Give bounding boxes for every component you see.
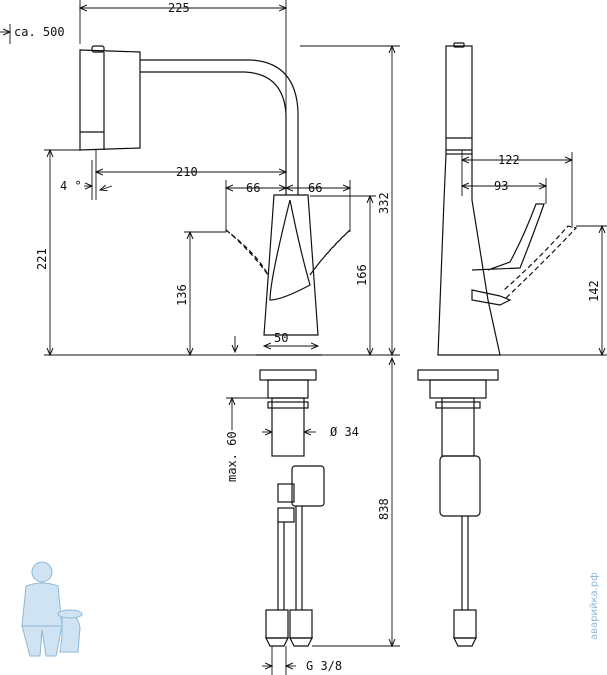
dimension-labels: 225 ca. 500 210 4 ° 66 66 50 Ø 34 G 3/8 … [14,1,601,673]
side-lever [471,203,545,271]
dim-332: 332 [377,192,391,214]
side-lever-dashed [503,225,578,299]
hose-fitting-left [265,609,289,639]
side-base-plate [417,369,499,381]
spout-arc-outer [140,59,299,195]
lever-right-dashed [309,229,351,276]
lever-left-dashed [225,229,269,276]
side-spout [445,45,473,155]
hose-fitting-right [289,609,313,639]
dim-166: 166 [355,264,369,286]
dim-66-left: 66 [246,181,260,195]
spout-arc-inner [140,71,287,195]
faucet-body [263,194,319,336]
dim-210: 210 [176,165,198,179]
dim-225: 225 [168,1,190,15]
spray-tip [91,45,105,53]
dim-66-right: 66 [308,181,322,195]
dim-50: 50 [274,331,288,345]
dim-136: 136 [175,284,189,306]
base-plate [259,369,317,381]
shank [271,397,305,457]
dim-142: 142 [587,280,601,302]
lever-handle [269,199,311,301]
watermark-text: аварийка.рф [589,572,600,640]
side-view [417,42,578,647]
dim-max60: max. 60 [225,431,239,482]
side-dimensions [462,150,607,355]
front-view [79,45,351,647]
dim-4-degree: 4 ° [60,179,82,193]
dim-122: 122 [498,153,520,167]
front-dimensions [0,0,400,675]
spray-head [79,49,141,151]
dim-dia34: Ø 34 [330,425,359,439]
connector-box [291,465,325,507]
side-connector-box [439,455,481,517]
side-body [437,153,501,356]
plumber-mascot-icon [21,561,83,657]
dim-g38: G 3/8 [306,659,342,673]
dim-93: 93 [494,179,508,193]
dim-838: 838 [377,498,391,520]
dim-ca500: ca. 500 [14,25,65,39]
dim-221: 221 [35,248,49,270]
